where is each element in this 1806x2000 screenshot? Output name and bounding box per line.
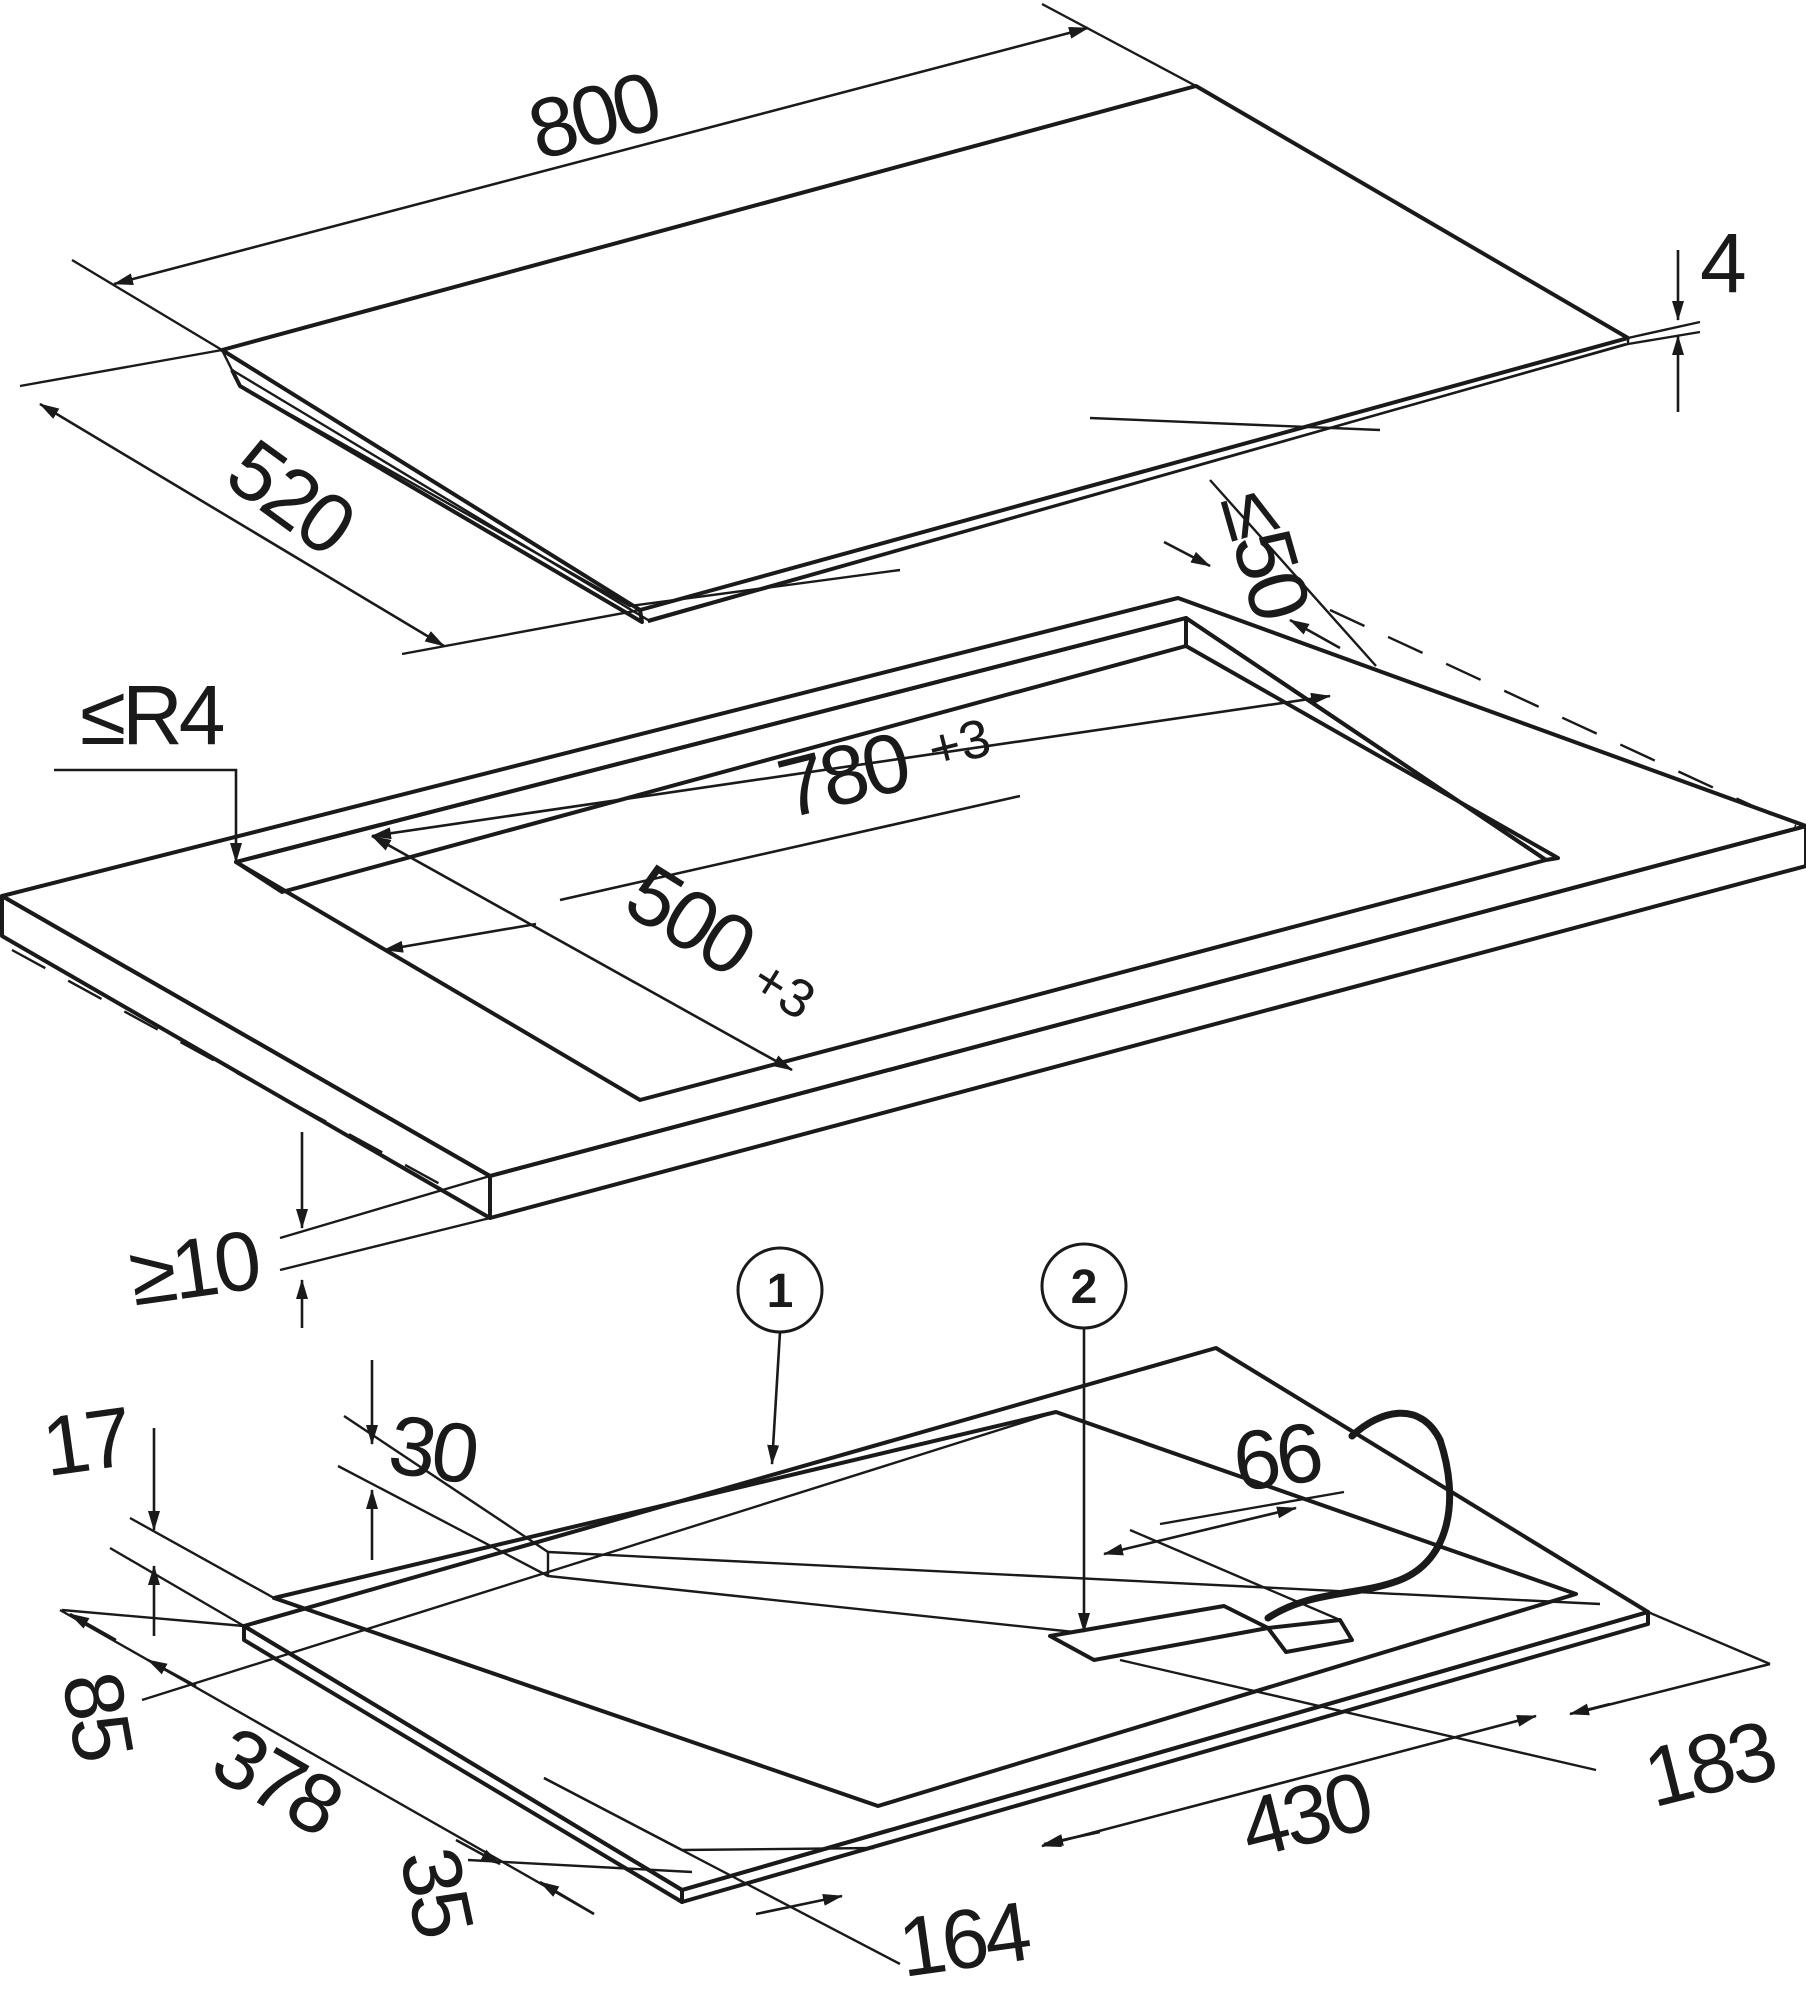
label-780-tolerance: +3 — [922, 707, 996, 780]
dim-30: 30 — [337, 1360, 549, 1578]
callout-2[interactable]: 2 — [1040, 1242, 1128, 1633]
dim-rear-clearance: ≤50 — [1163, 479, 1377, 667]
dim-430: 430 — [1041, 1658, 1597, 1876]
dim-17: 17 — [37, 1389, 275, 1636]
connection-cable — [1264, 1409, 1454, 1622]
callout-2-label: 2 — [1071, 1261, 1098, 1314]
hob-glass-panel — [220, 84, 1630, 624]
label-ge10: ≥10 — [124, 1212, 265, 1323]
worktop-cutout — [234, 616, 1560, 1102]
dim-corner-radius: ≤R4 — [54, 668, 242, 863]
dim-66: 66 — [1103, 1404, 1345, 1622]
label-30: 30 — [383, 1397, 482, 1502]
label-520: 520 — [211, 421, 371, 573]
dim-cutout-width: 780 +3 — [371, 692, 1331, 902]
dim-hob-thickness: 4 — [1627, 216, 1749, 412]
label-164: 164 — [893, 1884, 1035, 1995]
label-500: 500 — [610, 845, 770, 993]
label-800: 800 — [519, 53, 668, 177]
dim-hob-depth: 520 — [19, 348, 641, 656]
connection-box — [1048, 1604, 1354, 1662]
label-r4: ≤R4 — [80, 668, 224, 762]
label-66: 66 — [1227, 1404, 1326, 1509]
dim-cutout-depth: 500 +3 — [371, 834, 825, 1072]
dim-worktop-thickness: ≥10 — [124, 1132, 491, 1328]
label-85: 85 — [44, 1665, 152, 1767]
label-183: 183 — [1635, 1702, 1783, 1825]
label-17: 17 — [37, 1389, 135, 1494]
label-4: 4 — [1700, 216, 1745, 310]
label-500-tolerance: +3 — [741, 948, 825, 1032]
callout-1-label: 1 — [767, 1265, 794, 1318]
label-430: 430 — [1231, 1753, 1379, 1876]
dim-183: 183 — [1569, 1610, 1783, 1825]
callout-1[interactable]: 1 — [736, 1246, 824, 1465]
dim-85-378-35: 85 378 35 — [44, 1410, 1057, 1944]
label-le50: ≤50 — [1203, 479, 1329, 629]
dim-164: 164 — [543, 1776, 1101, 1995]
dim-hob-width: 800 — [71, 2, 1197, 352]
label-378: 378 — [198, 1708, 357, 1854]
label-35: 35 — [382, 1840, 492, 1944]
label-780: 780 — [769, 714, 917, 837]
